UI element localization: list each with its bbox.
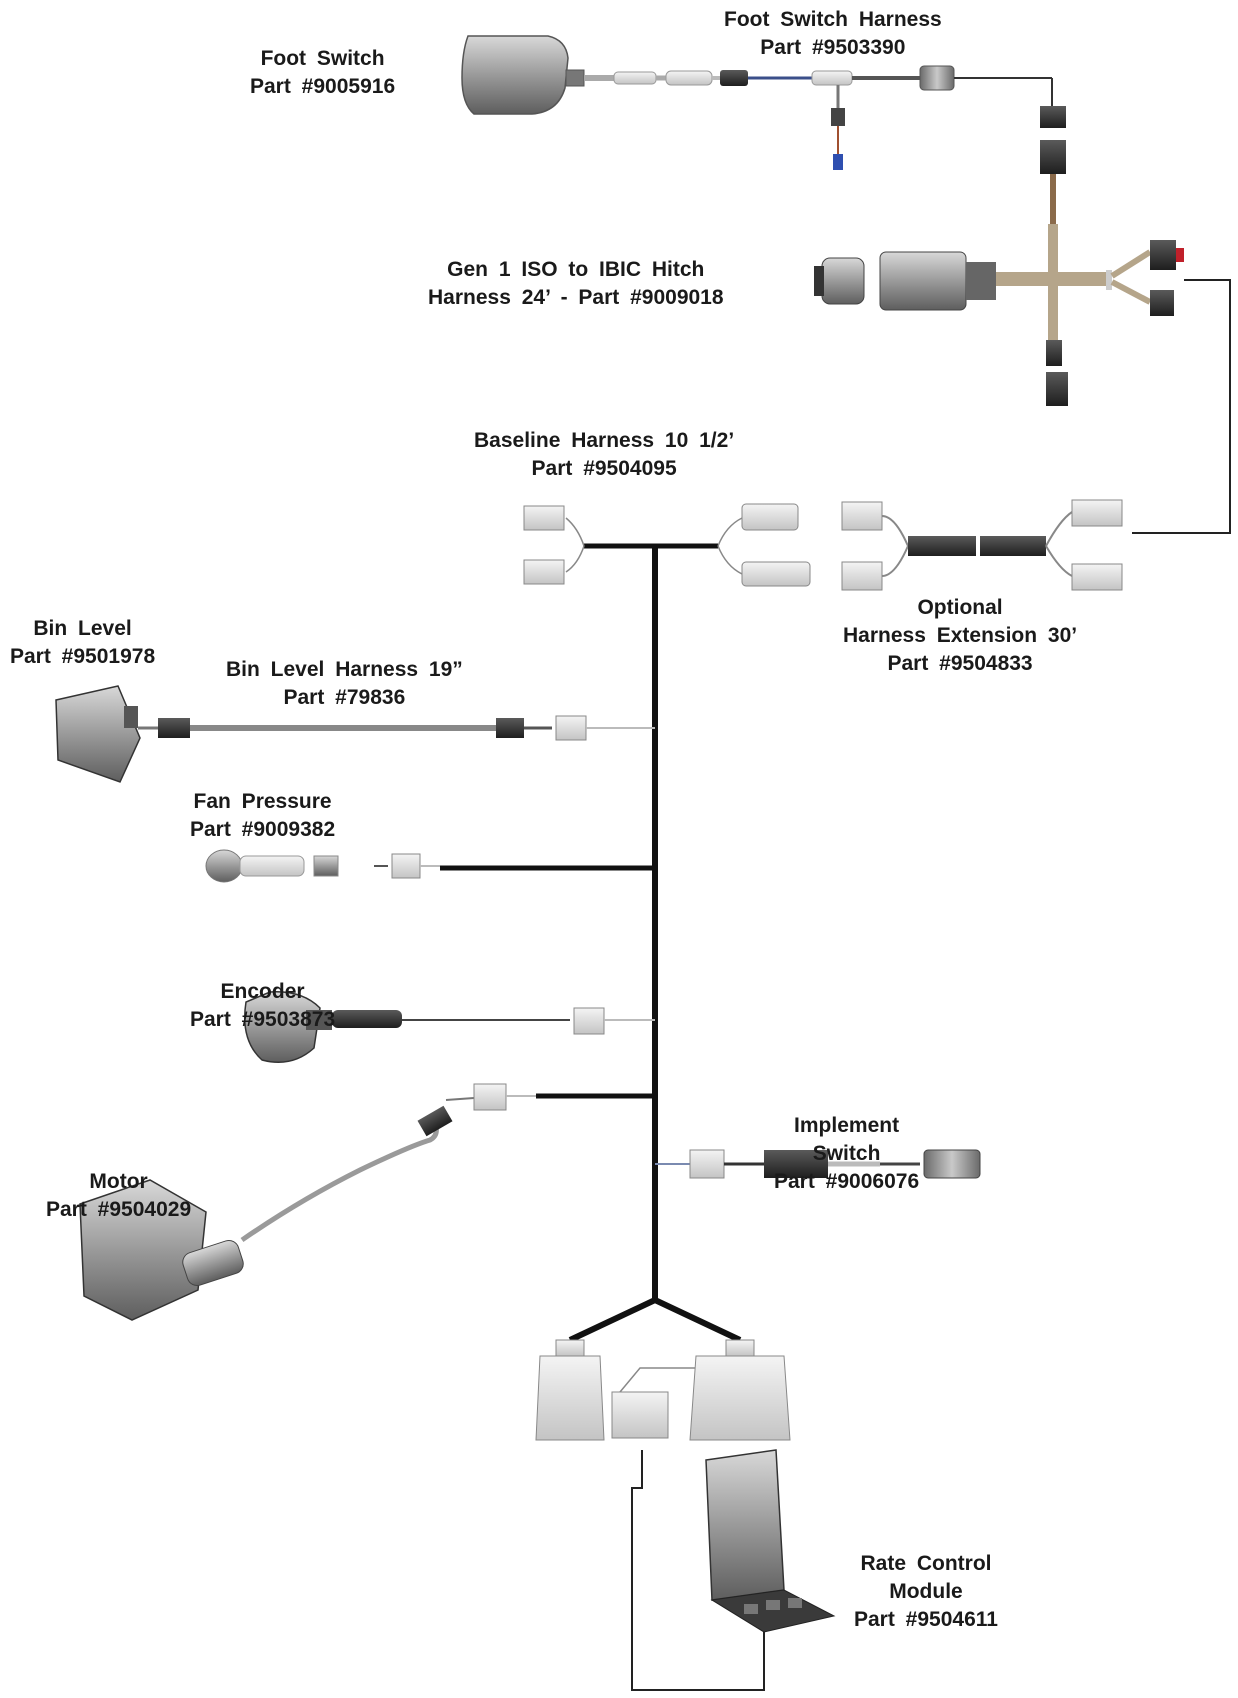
bin-level-name: Bin Level	[10, 615, 155, 643]
bin-level-harness-label: Bin Level Harness 19” Part #79836	[226, 656, 463, 712]
implement-switch-part: Part #9006076	[774, 1168, 919, 1196]
motor-label: Motor Part #9504029	[46, 1168, 191, 1224]
rate-control-module-part: Part #9504611	[854, 1606, 998, 1634]
hitch-harness-part: Harness 24’ - Part #9009018	[428, 284, 724, 312]
fan-pressure-name: Fan Pressure	[190, 788, 335, 816]
rate-control-module-name: Rate Control	[854, 1550, 998, 1578]
optional-extension-part: Part #9504833	[843, 650, 1077, 678]
motor-name: Motor	[46, 1168, 191, 1196]
encoder-part: Part #9503873	[190, 1006, 335, 1034]
encoder-label: Encoder Part #9503873	[190, 978, 335, 1034]
optional-extension-name: Optional	[843, 594, 1077, 622]
rate-control-module-label: Rate Control Module Part #9504611	[854, 1550, 998, 1634]
foot-switch-label: Foot Switch Part #9005916	[250, 45, 395, 101]
baseline-harness-label: Baseline Harness 10 1/2’ Part #9504095	[474, 427, 734, 483]
hitch-harness-label: Gen 1 ISO to IBIC Hitch Harness 24’ - Pa…	[428, 256, 724, 312]
hitch-harness-name: Gen 1 ISO to IBIC Hitch	[428, 256, 724, 284]
motor-part: Part #9504029	[46, 1196, 191, 1224]
baseline-harness-trunk	[524, 504, 810, 1340]
implement-switch-name: Implement	[774, 1112, 919, 1140]
baseline-harness-name: Baseline Harness 10 1/2’	[474, 427, 734, 455]
foot-switch-harness-image	[712, 66, 1066, 224]
encoder-name: Encoder	[190, 978, 335, 1006]
foot-switch-name: Foot Switch	[250, 45, 395, 73]
bin-level-harness-image	[190, 716, 655, 740]
foot-switch-part: Part #9005916	[250, 73, 395, 101]
foot-switch-harness-name: Foot Switch Harness	[724, 6, 942, 34]
bin-level-part: Part #9501978	[10, 643, 155, 671]
fan-pressure-image	[206, 850, 655, 882]
bin-level-harness-name: Bin Level Harness 19”	[226, 656, 463, 684]
hitch-harness-image	[814, 224, 1230, 533]
rate-control-module-image	[706, 1450, 834, 1632]
optional-extension-label: Optional Harness Extension 30’ Part #950…	[843, 594, 1077, 678]
baseline-harness-part: Part #9504095	[474, 455, 734, 483]
implement-switch-label: Implement Switch Part #9006076	[774, 1112, 919, 1196]
rate-control-module-name2: Module	[854, 1578, 998, 1606]
foot-switch-harness-label: Foot Switch Harness Part #9503390	[724, 6, 942, 62]
fan-pressure-part: Part #9009382	[190, 816, 335, 844]
bin-level-harness-part: Part #79836	[226, 684, 463, 712]
bin-level-image	[56, 686, 190, 782]
foot-switch-harness-part: Part #9503390	[724, 34, 942, 62]
bin-level-label: Bin Level Part #9501978	[10, 615, 155, 671]
implement-switch-name2: Switch	[774, 1140, 919, 1168]
fan-pressure-label: Fan Pressure Part #9009382	[190, 788, 335, 844]
optional-extension-image	[842, 500, 1122, 590]
optional-extension-name2: Harness Extension 30’	[843, 622, 1077, 650]
foot-switch-image	[462, 36, 712, 114]
